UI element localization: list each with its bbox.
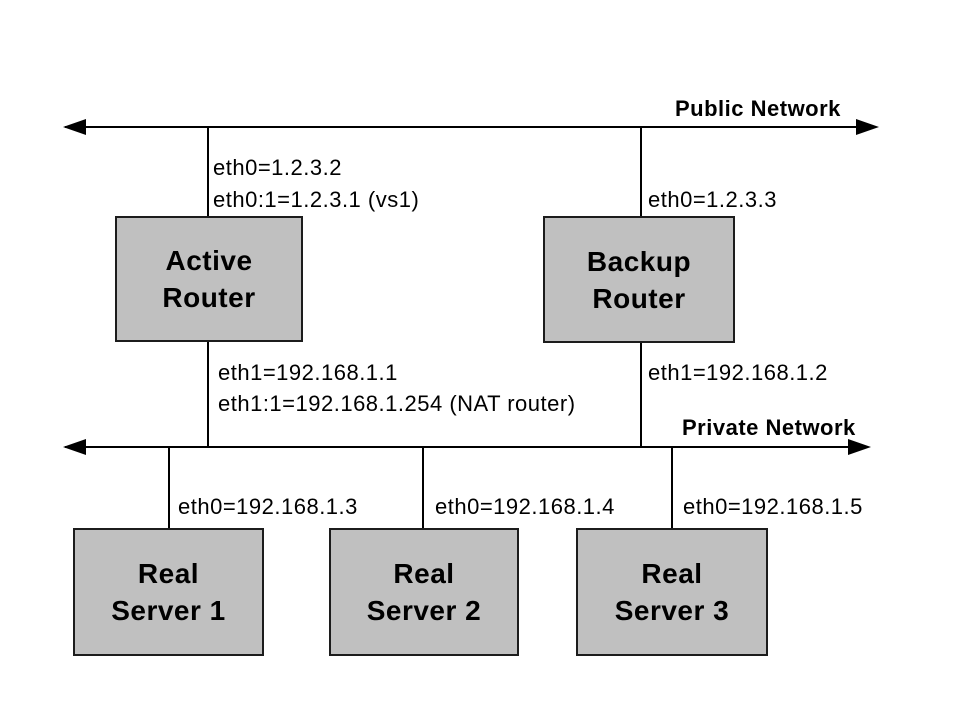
active-router-private-link [207,342,209,448]
arrowhead-left-icon [63,439,86,455]
real-server-2-eth0-label: eth0=192.168.1.4 [435,494,615,519]
backup-router-private-link [640,343,642,448]
active-router-label-line1: Active [165,245,253,276]
real-server-3-label-line2: Server 3 [614,595,730,626]
active-router-public-link [207,128,209,216]
real-server-1-eth0-label: eth0=192.168.1.3 [178,494,358,519]
real-server-2-node: Real Server 2 [329,528,519,656]
backup-router-public-link [640,128,642,216]
real-server-1-label-line2: Server 1 [111,595,226,626]
backup-router-node: Backup Router [543,216,735,343]
active-router-eth0-label: eth0=1.2.3.2 [213,155,342,180]
public-network-line [65,126,875,128]
real-server-1-node: Real Server 1 [73,528,264,656]
arrowhead-right-icon [848,439,871,455]
public-network-label: Public Network [675,96,841,121]
active-router-eth0-alias-label: eth0:1=1.2.3.1 (vs1) [213,187,420,212]
real-server-1-label-line1: Real [137,558,200,589]
real-server-3-eth0-label: eth0=192.168.1.5 [683,494,863,519]
real-server-3-link [671,448,673,528]
real-server-1-link [168,448,170,528]
real-server-2-link [422,448,424,528]
arrowhead-left-icon [63,119,86,135]
active-router-eth1-alias-label: eth1:1=192.168.1.254 (NAT router) [218,391,576,416]
backup-router-label-line2: Router [592,282,686,314]
real-server-2-label-line1: Real [393,558,455,589]
private-network-line [65,446,867,448]
active-router-eth1-label: eth1=192.168.1.1 [218,360,398,385]
real-server-2-label-line2: Server 2 [366,595,482,626]
backup-router-eth1-label: eth1=192.168.1.2 [648,360,828,385]
backup-router-label-line1: Backup [586,245,692,277]
real-server-3-label-line1: Real [641,558,703,589]
active-router-node: Active Router [115,216,303,342]
private-network-label: Private Network [682,415,856,440]
real-server-3-node: Real Server 3 [576,528,768,656]
arrowhead-right-icon [856,119,879,135]
backup-router-eth0-label: eth0=1.2.3.3 [648,187,777,212]
active-router-label-line2: Router [162,282,256,313]
